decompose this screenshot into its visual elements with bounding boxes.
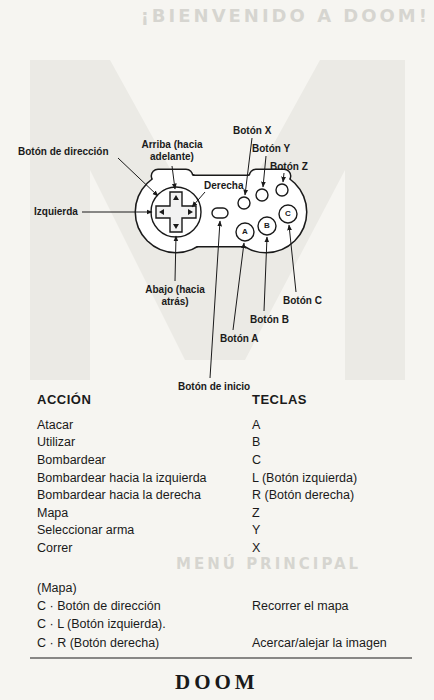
table-cell: C · Botón de dirección bbox=[37, 599, 161, 613]
table-cell: Utilizar bbox=[37, 435, 75, 449]
table-cell: Mapa bbox=[37, 506, 68, 520]
table-cell: A bbox=[252, 418, 260, 432]
table-cell: R (Botón derecha) bbox=[252, 488, 354, 502]
callout-label: Botón C bbox=[283, 295, 322, 307]
start-button bbox=[212, 208, 228, 218]
table-cell: B bbox=[252, 435, 260, 449]
bleed-through-title: ¡BIENVENIDO A DOOM! bbox=[141, 6, 430, 27]
button-letter: B bbox=[260, 221, 274, 230]
table-cell: Z bbox=[252, 506, 260, 520]
button-letter: A bbox=[238, 227, 252, 236]
callout-label: Botón Y bbox=[252, 143, 290, 155]
leader-lines bbox=[82, 138, 296, 378]
callout-label: Botón A bbox=[220, 333, 259, 345]
button-letter: C bbox=[281, 209, 295, 218]
callout-label: Botón Z bbox=[270, 161, 308, 173]
table-cell: Seleccionar arma bbox=[37, 523, 134, 537]
column-header: ACCIÓN bbox=[37, 393, 91, 408]
column-header: TECLAS bbox=[252, 393, 307, 408]
table-cell: Recorrer el mapa bbox=[252, 599, 349, 613]
callout-label: Arriba (hacia adelante) bbox=[132, 139, 212, 162]
table-cell: Bombardear bbox=[37, 453, 106, 467]
watermark-letter bbox=[30, 60, 405, 380]
footer-rule bbox=[30, 657, 412, 658]
table-cell: Atacar bbox=[37, 418, 73, 432]
callout-label: Botón de inicio bbox=[178, 381, 250, 393]
table-cell: X bbox=[252, 541, 260, 555]
table-cell: C · L (Botón izquierda). bbox=[37, 617, 166, 631]
controller-body bbox=[136, 170, 306, 252]
table-cell: C · R (Botón derecha) bbox=[37, 636, 159, 650]
callout-label: Abajo (hacia atrás) bbox=[135, 284, 215, 307]
table-cell: Bombardear hacia la izquierda bbox=[37, 471, 207, 485]
bleed-through-heading: MENÚ PRINCIPAL bbox=[176, 556, 361, 573]
callout-label: Botón B bbox=[250, 314, 289, 326]
table-cell: Acercar/alejar la imagen bbox=[252, 636, 387, 650]
table-cell: Correr bbox=[37, 541, 72, 555]
logo-text: DOOM bbox=[175, 670, 259, 694]
table-cell: (Mapa) bbox=[37, 581, 77, 595]
callout-label: Izquierda bbox=[34, 206, 78, 218]
table-cell: Y bbox=[252, 523, 260, 537]
table-cell: C bbox=[252, 453, 261, 467]
direction-pad bbox=[151, 187, 201, 237]
table-cell: Bombardear hacia la derecha bbox=[37, 488, 201, 502]
table-cell: L (Botón izquierda) bbox=[252, 471, 357, 485]
callout-label: Botón de dirección bbox=[18, 146, 109, 158]
callout-label: Botón X bbox=[233, 125, 271, 137]
callout-label: Derecha bbox=[204, 180, 243, 192]
